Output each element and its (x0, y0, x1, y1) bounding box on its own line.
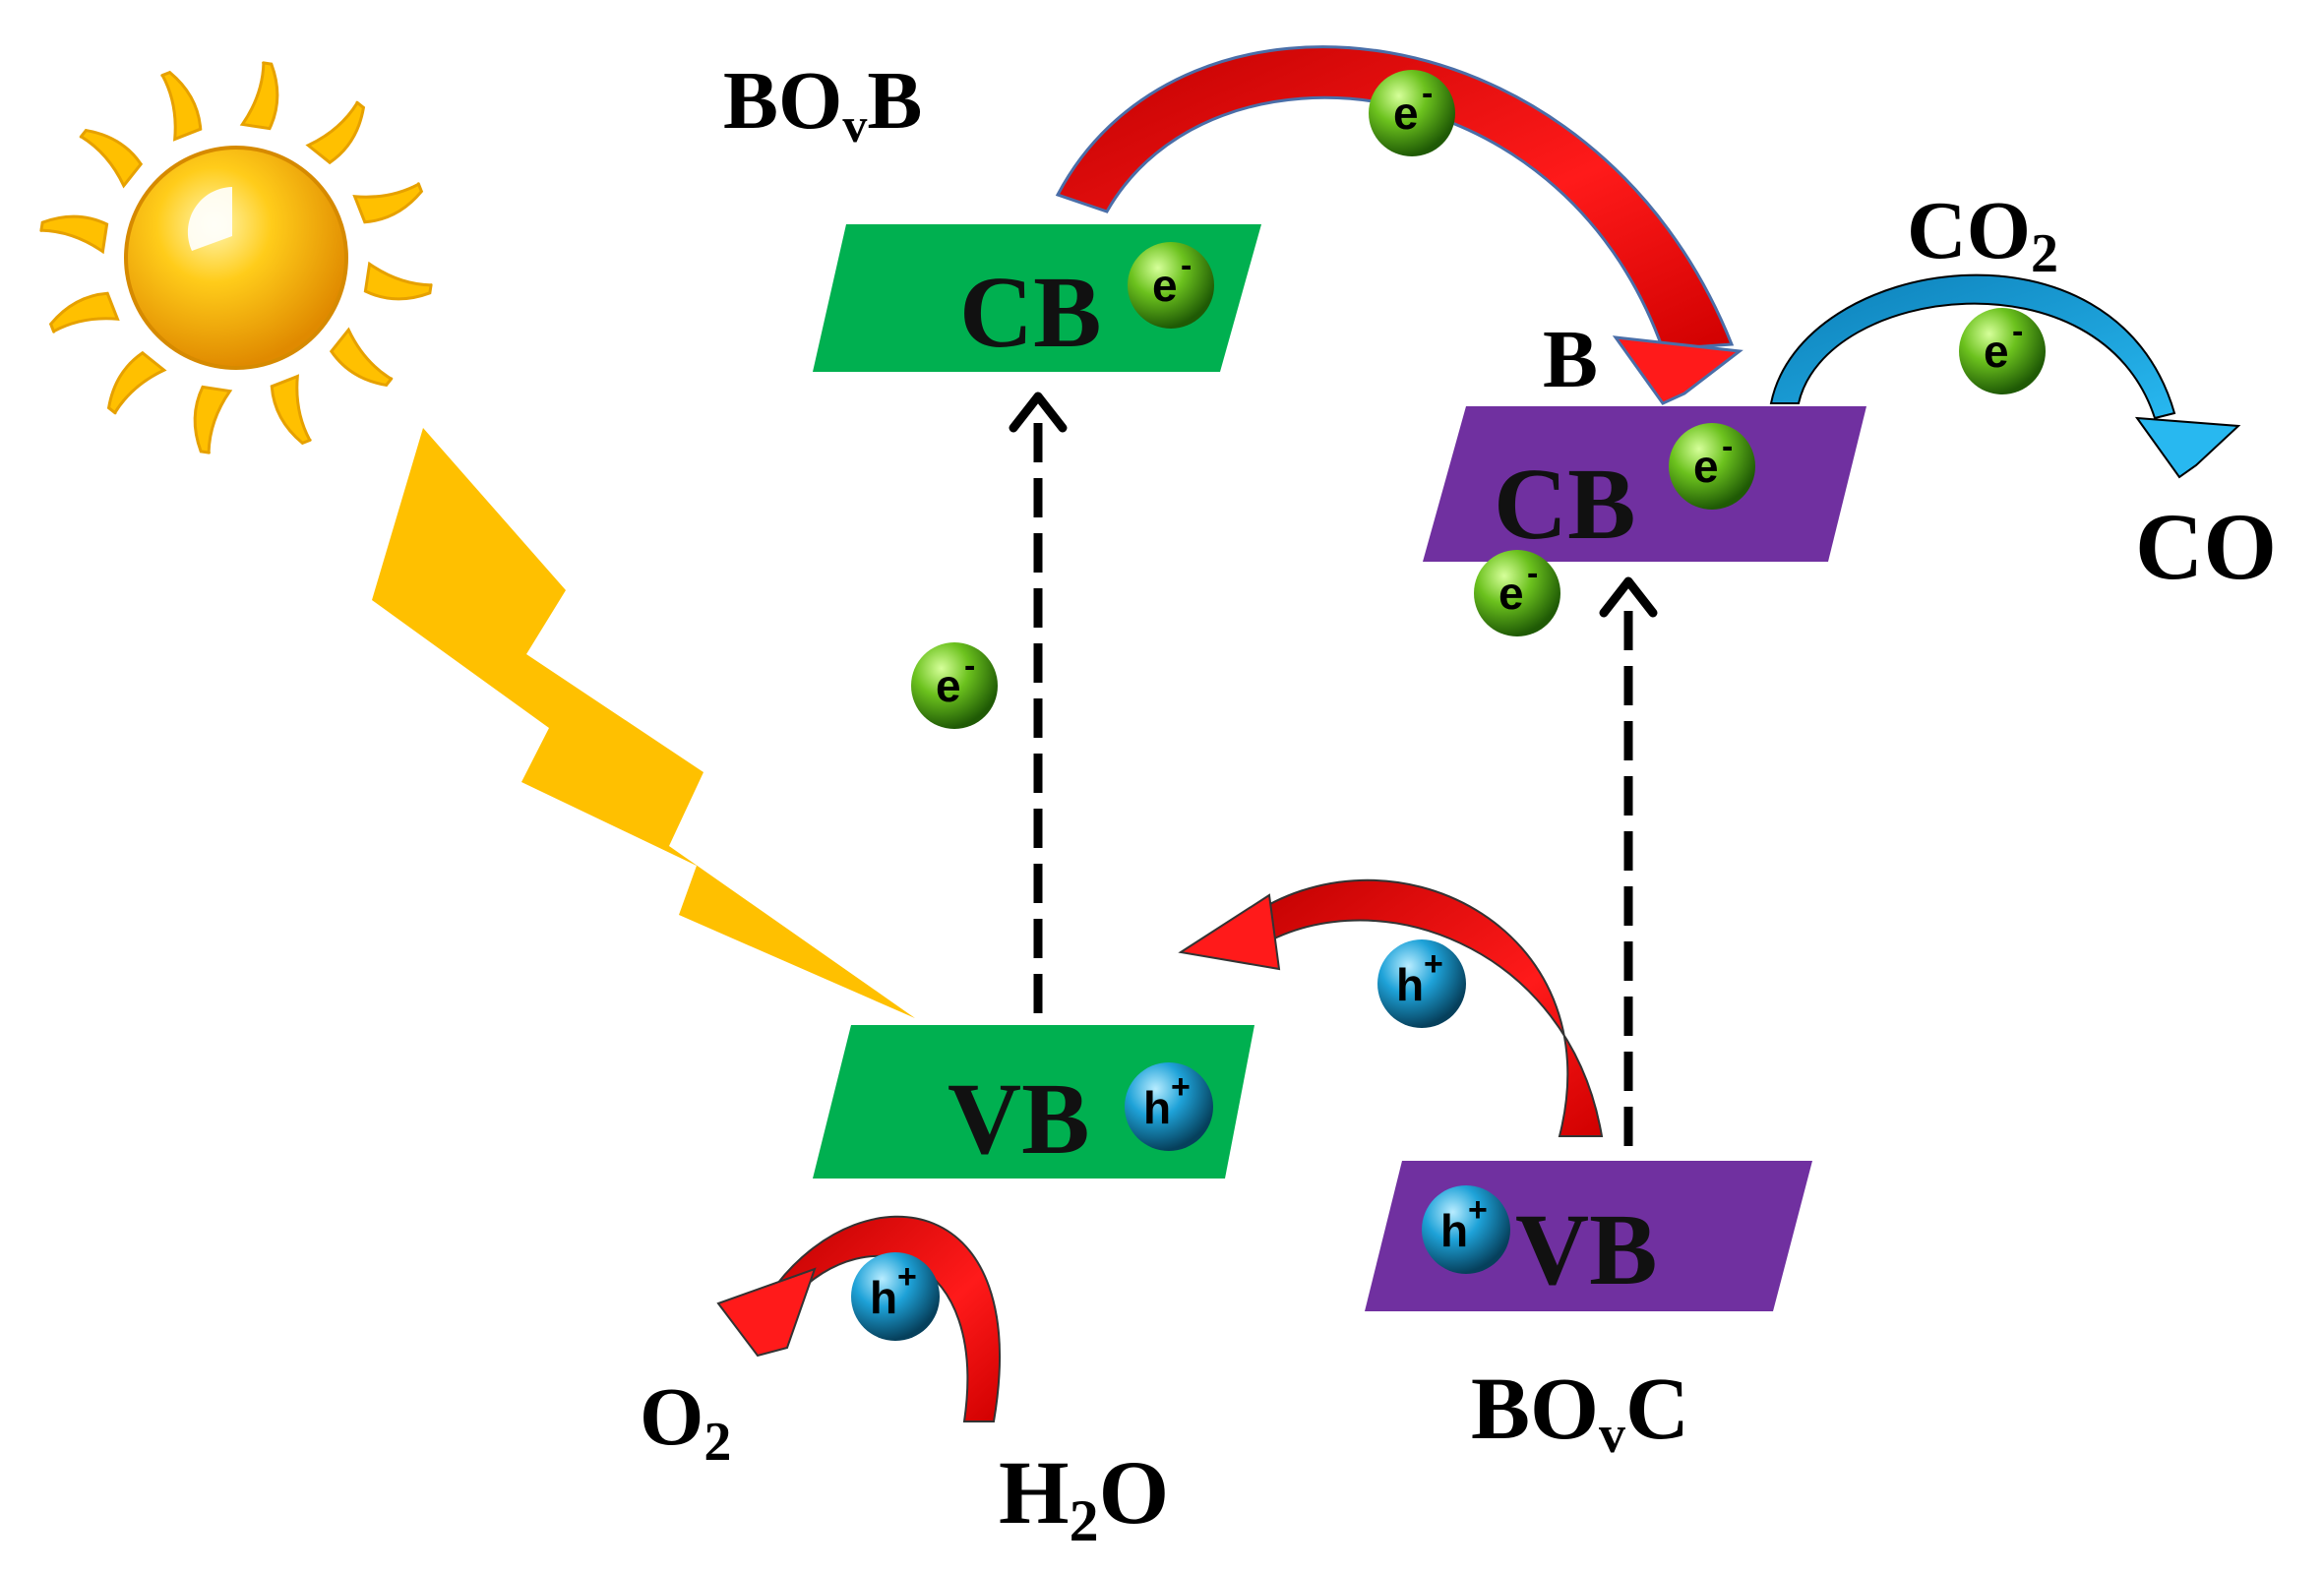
bovb-label: BOvB (723, 55, 922, 152)
bovc-cb-tag: B (1543, 314, 1598, 405)
co-label: CO (2135, 494, 2277, 599)
svg-text:-: - (964, 647, 975, 685)
co2-reduction-arrowhead (2134, 416, 2241, 479)
co2-label: CO2 (1907, 185, 2058, 284)
sun-rays (39, 61, 433, 454)
bovc-vb-label: VB (1515, 1193, 1657, 1306)
svg-text:h: h (1143, 1082, 1171, 1133)
sun-ray (329, 327, 394, 388)
svg-text:e: e (1152, 260, 1178, 311)
bovb-vb-label: VB (948, 1062, 1089, 1176)
bovc-conduction-band (1423, 406, 1866, 562)
water-oxidation-arrowhead (716, 1267, 817, 1358)
svg-text:e: e (1393, 88, 1419, 139)
svg-text:e: e (1693, 441, 1719, 492)
hole-particle: h + (1125, 1062, 1213, 1151)
sun-ray (106, 350, 167, 415)
electron-particle: e - (1369, 70, 1455, 156)
sun-ray (352, 182, 424, 224)
sun-icon (39, 61, 433, 454)
svg-text:h: h (1440, 1205, 1468, 1256)
sun-ray (363, 261, 433, 301)
sun-ray (160, 70, 203, 142)
bovc-cb-label: CB (1494, 448, 1635, 561)
h2o-label: H2O (999, 1442, 1169, 1553)
hole-particle: h + (1422, 1185, 1510, 1274)
sun-ray (305, 100, 366, 165)
electron-transfer-arrow (1055, 45, 1735, 351)
sun-ray (79, 128, 144, 189)
bovc-label: BOvC (1471, 1360, 1689, 1464)
sun-ray (193, 385, 233, 454)
electron-particle: e - (1669, 423, 1755, 510)
electron-particle: e - (1474, 550, 1560, 636)
svg-text:e: e (936, 660, 961, 711)
svg-text:+: + (1468, 1191, 1488, 1229)
hole-transfer-arrowhead (1178, 893, 1281, 971)
svg-text:-: - (1527, 555, 1538, 592)
svg-text:+: + (1171, 1068, 1191, 1106)
bovb-cb-label: CB (959, 256, 1101, 369)
sun-ray (270, 374, 312, 446)
co2-reduction-arrow (1769, 273, 2176, 420)
o2-label: O2 (640, 1371, 731, 1473)
svg-text:e: e (1984, 326, 2009, 377)
svg-text:-: - (1422, 75, 1433, 112)
sun-ray (48, 291, 120, 333)
svg-text:+: + (897, 1258, 917, 1296)
hole-particle: h + (1377, 939, 1466, 1028)
excitation-arrow-bovb (1009, 392, 1068, 1013)
svg-text:+: + (1424, 945, 1443, 983)
sun-ray (239, 61, 279, 131)
svg-text:e: e (1498, 568, 1524, 619)
sun-ray (39, 214, 109, 255)
electron-particle: e - (911, 642, 998, 729)
svg-text:h: h (870, 1272, 897, 1323)
electron-particle: e - (1959, 308, 2046, 394)
svg-text:-: - (1181, 247, 1192, 284)
electron-transfer-arrowhead (1612, 335, 1743, 405)
electron-particle: e - (1128, 242, 1214, 329)
hole-particle: h + (851, 1252, 940, 1341)
svg-text:-: - (1722, 428, 1733, 465)
svg-text:h: h (1396, 959, 1424, 1010)
light-bolt (372, 428, 915, 1018)
excitation-arrow-bovc (1599, 576, 1658, 1146)
svg-text:-: - (2012, 313, 2023, 350)
